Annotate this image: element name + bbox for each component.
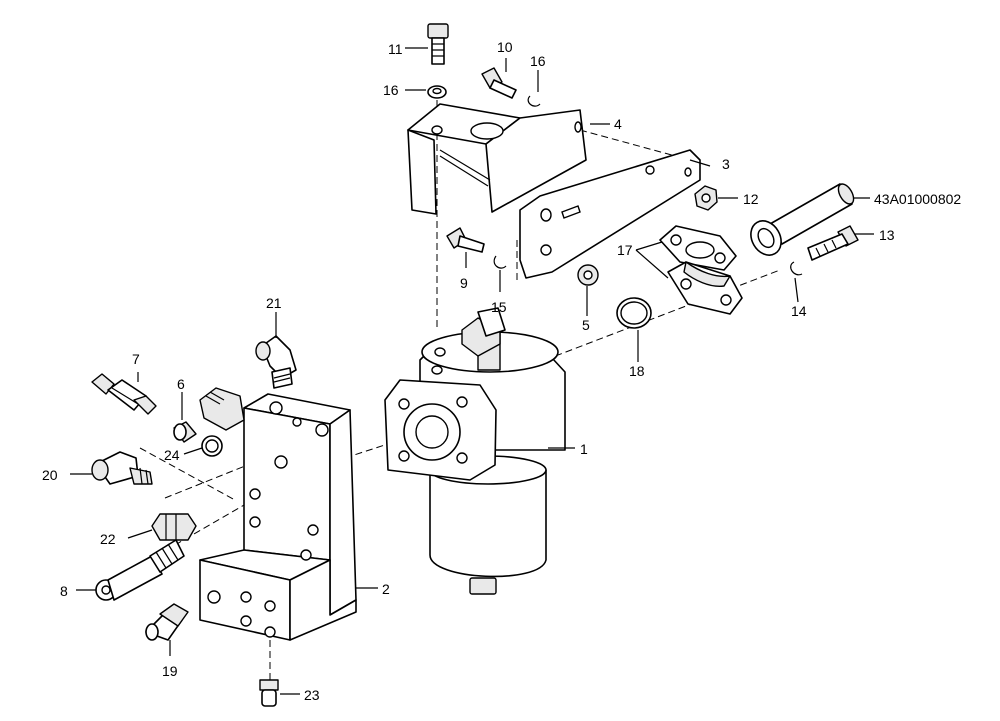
filter-housing-1	[384, 307, 566, 595]
bolt-13	[807, 225, 859, 261]
lock-washer-15	[493, 255, 507, 269]
callout-18: 18	[629, 363, 645, 379]
elbow-fitting-21	[255, 335, 297, 389]
flange-17	[659, 225, 743, 315]
callout-17: 17	[617, 242, 633, 258]
callout-5: 5	[582, 317, 590, 333]
callout-21: 21	[266, 295, 282, 311]
bolt-9	[446, 227, 485, 253]
callout-11: 11	[388, 41, 403, 57]
callout-23: 23	[304, 687, 320, 703]
plug-23	[259, 679, 279, 707]
pressure-switch-7	[91, 373, 157, 415]
callout-16-left: 16	[383, 82, 399, 98]
manifold-block-2	[199, 393, 357, 641]
callout-13: 13	[879, 227, 895, 243]
callout-22: 22	[100, 531, 116, 547]
callout-labels: 11 10 16 16 4 3 12 43A01000802 13 17 9 1…	[42, 39, 961, 703]
washer-16-left	[427, 85, 447, 99]
callout-24: 24	[164, 447, 180, 463]
callout-16-right: 16	[530, 53, 546, 69]
sensor-connector	[199, 387, 245, 431]
callout-7: 7	[132, 351, 140, 367]
callout-6: 6	[177, 376, 185, 392]
callout-4: 4	[614, 116, 622, 132]
bracket-4	[407, 103, 587, 215]
callout-12: 12	[743, 191, 759, 207]
o-ring-18	[616, 297, 652, 329]
callout-9: 9	[460, 275, 468, 291]
callout-14: 14	[791, 303, 807, 319]
nipple-22	[151, 513, 197, 541]
washer-5	[577, 264, 599, 286]
callout-20: 20	[42, 467, 58, 483]
bolt-10	[481, 67, 517, 99]
callout-8: 8	[60, 583, 68, 599]
callout-10: 10	[497, 39, 513, 55]
bolt-11	[427, 23, 449, 65]
part-number-label: 43A01000802	[874, 191, 961, 207]
seal-ring-24	[201, 435, 223, 457]
callout-3: 3	[722, 156, 730, 172]
nut-12	[694, 185, 718, 211]
lock-washer-14	[790, 261, 803, 276]
elbow-fitting-20	[91, 451, 153, 485]
callout-15: 15	[491, 299, 507, 315]
leader-lines	[70, 47, 874, 695]
fitting-19	[145, 603, 189, 641]
socket-screw-8	[95, 539, 185, 601]
lock-washer-16-right	[527, 95, 541, 107]
plate-3	[519, 149, 701, 279]
fitting-6	[173, 421, 197, 443]
callout-19: 19	[162, 663, 178, 679]
tube-43A01000802	[750, 183, 855, 256]
callout-2: 2	[382, 581, 390, 597]
callout-1: 1	[580, 441, 588, 457]
